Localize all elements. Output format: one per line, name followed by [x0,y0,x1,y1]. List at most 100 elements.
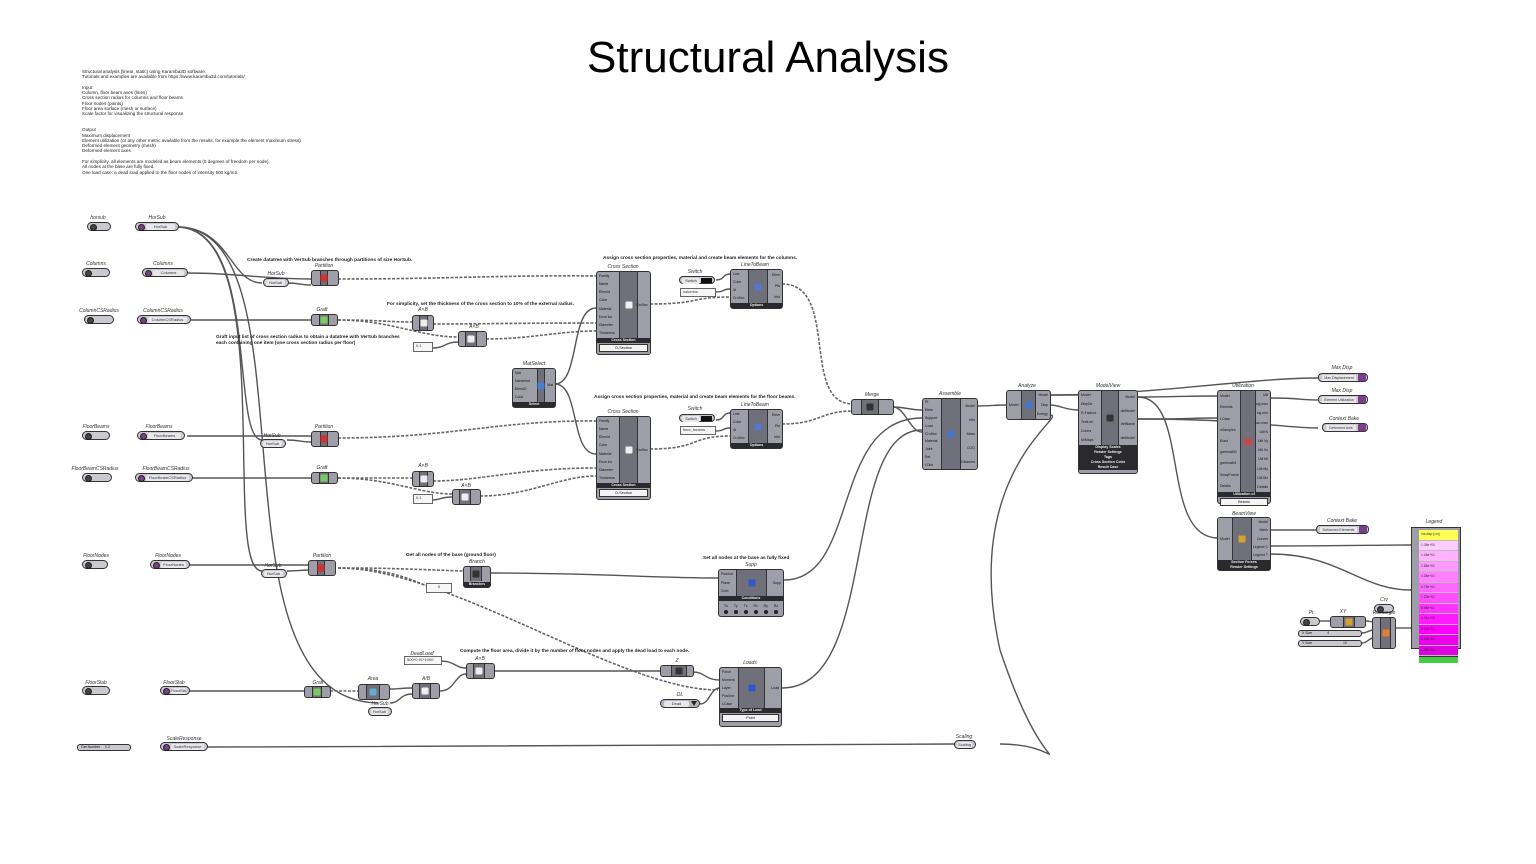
partition-component-2[interactable] [311,431,339,447]
input-port[interactable]: Family [599,273,610,278]
columns-input-param[interactable] [82,268,110,277]
output-port[interactable]: defModel [1120,408,1135,413]
dof-checkbox[interactable]: Tz [743,604,748,616]
dof-toggle-icon[interactable] [743,610,748,614]
output-port[interactable]: Supp [772,580,781,585]
deformed-axis-output[interactable]: Deformed Axis [1322,423,1368,432]
input-port[interactable]: Material [599,451,612,456]
section-bar[interactable]: Tags [1079,455,1137,460]
input-port[interactable]: Force [722,669,731,674]
section-bar[interactable]: Options [731,303,782,308]
input-port[interactable]: Thickness [599,331,615,336]
input-port[interactable]: Line [733,411,740,416]
input-port[interactable]: Ecce loc [599,314,613,319]
element-utilization-output[interactable]: Element Utilization [1318,395,1368,404]
output-port[interactable]: Model [1125,395,1135,400]
input-port[interactable]: R-Factors [1081,411,1097,415]
output-port[interactable]: Elem [772,413,780,417]
output-port[interactable]: Util [1262,393,1268,398]
multiply-component-1[interactable] [412,315,434,331]
input-port[interactable]: Color [733,279,742,284]
max-displacement-output[interactable]: Max Displacement [1318,373,1368,382]
input-port[interactable]: Details [1220,483,1231,488]
input-port[interactable]: nSamples [1220,427,1236,432]
section-bar[interactable]: Conditions [719,596,783,601]
input-port[interactable]: Load [925,423,933,428]
input-port[interactable]: Layer [722,685,731,690]
floor-nodes-input-param[interactable] [82,560,108,569]
multiply-component-5[interactable] [466,663,495,679]
x-size-slider[interactable]: X Size 4 [1298,630,1362,637]
input-port[interactable]: LDist [925,462,933,467]
dropdown-select[interactable]: O-Section [599,344,648,352]
output-port[interactable]: Model [965,403,975,408]
scale-number-slider[interactable]: Get Number 0.2 [77,744,131,751]
input-port[interactable]: Color [599,443,608,448]
output-port[interactable]: COG [967,445,975,450]
dof-toggle-icon[interactable] [723,610,728,614]
input-port[interactable]: CroSec [733,296,745,301]
dof-checkbox[interactable]: Ry [764,604,768,616]
section-bar[interactable]: Result Case [1079,465,1137,470]
dl-value-list[interactable]: Dead [660,699,700,708]
switch-toggle[interactable] [701,416,712,421]
input-port[interactable]: Mat [515,370,521,375]
input-port[interactable]: Material [925,439,938,444]
divide-component[interactable] [412,683,440,699]
output-port[interactable]: Util Vy [1258,439,1268,443]
output-port[interactable]: Model [1038,393,1048,398]
chevron-down-icon[interactable] [691,701,697,706]
section-bar[interactable]: Cross Section [597,483,650,488]
input-port[interactable]: Color [733,419,742,424]
output-port[interactable]: Pts [774,284,780,288]
section-bar[interactable]: Render Settings [1079,450,1137,455]
section-bar[interactable]: Render Settings [1218,565,1270,570]
section-bar[interactable]: Display Scales [1079,445,1137,450]
input-port[interactable]: DispDir [1081,402,1093,406]
output-port[interactable]: defName [1120,422,1135,427]
switch-param-2[interactable]: Switch [679,414,715,422]
column-radius-input-param[interactable] [84,315,114,324]
output-port[interactable]: Energy [1036,411,1048,416]
input-port[interactable]: Set [925,454,931,459]
horsub-param-p2[interactable]: HorSub [260,439,286,448]
output-port[interactable]: Disp [1040,402,1048,407]
input-port[interactable]: ElemId [599,435,610,440]
input-port[interactable]: LCase [722,701,733,706]
input-port[interactable]: Id [733,428,736,433]
section-bar[interactable]: Section Forces [1218,560,1270,565]
section-bar[interactable]: Cross Section [597,338,650,343]
graft-component-3[interactable] [304,686,331,698]
input-port[interactable]: Colors [1081,429,1092,433]
branch-component[interactable]: Branches [463,566,491,588]
output-port[interactable]: Legend C [1252,544,1268,549]
deadload-panel[interactable]: 500*0.01*1000 [404,656,442,665]
input-port[interactable]: Diameter [599,323,614,328]
dof-checkbox[interactable]: Rz [774,604,778,616]
output-port[interactable]: Curves [1256,536,1268,541]
xy-plane-component[interactable] [1330,616,1366,628]
dof-checkbox[interactable]: Rx [754,604,758,616]
input-port[interactable]: Id [733,288,736,293]
value-panel-1[interactable]: 0.1 [413,342,433,352]
input-port[interactable]: gammaM1 [1220,461,1237,466]
area-component[interactable] [358,684,390,700]
output-port[interactable]: Details [1257,484,1268,489]
unit-z-component[interactable] [660,665,694,677]
merge-component[interactable] [851,399,894,415]
input-port[interactable]: Color [515,395,524,400]
input-port[interactable]: Model [1081,393,1091,397]
output-port[interactable]: Util Vz [1257,448,1268,453]
graft-component-2[interactable] [311,472,338,484]
output-port[interactable]: tau max [1255,420,1268,425]
partition-component-1[interactable] [311,270,339,286]
input-port[interactable]: Pt [925,400,929,405]
input-port[interactable]: SwayFrame [1220,472,1239,477]
output-port[interactable]: Elem [772,273,780,277]
output-port[interactable]: Mat [547,383,553,387]
floor-beams-input-param[interactable] [82,431,110,440]
input-port[interactable]: TextLen [1081,420,1094,424]
input-port[interactable]: Material [599,306,612,311]
input-port[interactable]: ElemIds [1220,405,1233,410]
